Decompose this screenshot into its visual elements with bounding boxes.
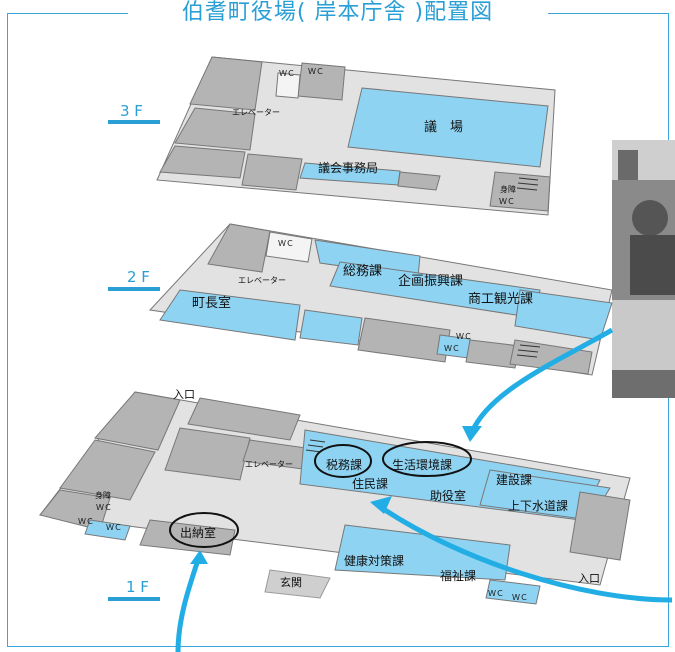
highlight-seikatsu	[382, 441, 472, 477]
highlight-zeimu	[314, 444, 372, 478]
room-shoko	[514, 289, 613, 341]
label-somu: 総務課	[343, 263, 382, 279]
floor-2f	[148, 223, 613, 376]
label-wc-1f-b: ＷＣ	[78, 517, 94, 526]
label-elevator-1f: エレベーター	[245, 460, 293, 469]
arrows	[175, 327, 673, 652]
title-background	[128, 0, 548, 28]
room-kenko	[334, 524, 511, 581]
office-photo	[612, 140, 675, 398]
label-gikai: 議会事務局	[318, 161, 378, 175]
label-wc-2f-a: ＷＣ	[456, 332, 472, 341]
floor-label-3f: 3 F	[120, 102, 143, 120]
genkan-area	[264, 569, 331, 599]
label-wc-3f-b: ＷＣ	[308, 67, 324, 76]
label-kenko: 健康対策課	[344, 553, 404, 568]
room-gijo	[347, 87, 549, 168]
label-elevator-3f: エレベーター	[232, 108, 280, 117]
label-shinsho-1f: 身障	[95, 490, 111, 500]
room-chocho	[159, 289, 301, 341]
label-jogesuido: 上下水道課	[508, 498, 568, 513]
label-chocho: 町長室	[192, 295, 231, 311]
label-seikatsu: 生活環境課	[392, 457, 452, 472]
label-kikaku: 企画振興課	[398, 273, 463, 289]
label-wc-1f-c: ＷＣ	[106, 523, 122, 532]
page-title: 伯耆町役場( 岸本庁舎 )配置図	[181, 0, 494, 25]
floor-3f	[156, 56, 556, 216]
label-gijo: 議 場	[424, 120, 463, 135]
label-joyaku: 助役室	[430, 488, 466, 503]
label-elevator-2f: エレベーター	[238, 276, 286, 285]
label-shoko: 商工観光課	[468, 291, 533, 307]
label-kensetsu: 建設課	[496, 472, 532, 487]
label-wc-1f-d: ＷＣ	[488, 589, 504, 598]
label-wc-2f-b: ＷＣ	[444, 344, 460, 353]
label-jumin: 住民課	[352, 476, 388, 491]
label-wc-1f-e: ＷＣ	[512, 593, 528, 602]
label-fukushi: 福祉課	[440, 568, 476, 583]
floor-label-1f: 1 F	[126, 578, 149, 596]
label-shinsho-3f: 身障	[500, 184, 516, 194]
label-shinsho-wc-3f: ＷＣ	[499, 197, 515, 206]
label-iriguchi-right: 入口	[578, 572, 600, 585]
label-wc-3f-a: ＷＣ	[279, 69, 295, 78]
label-suitou: 出納室	[180, 525, 216, 540]
label-genkan: 玄関	[280, 575, 302, 589]
floor-1f	[39, 391, 631, 605]
label-zeimu: 税務課	[326, 457, 362, 472]
label-wc-1f-a: ＷＣ	[96, 503, 112, 512]
label-iriguchi-top: 入口	[173, 388, 195, 401]
label-wc-2f-top: ＷＣ	[278, 239, 294, 248]
floor-label-2f: 2 F	[127, 268, 150, 286]
highlight-suitou	[169, 512, 239, 548]
